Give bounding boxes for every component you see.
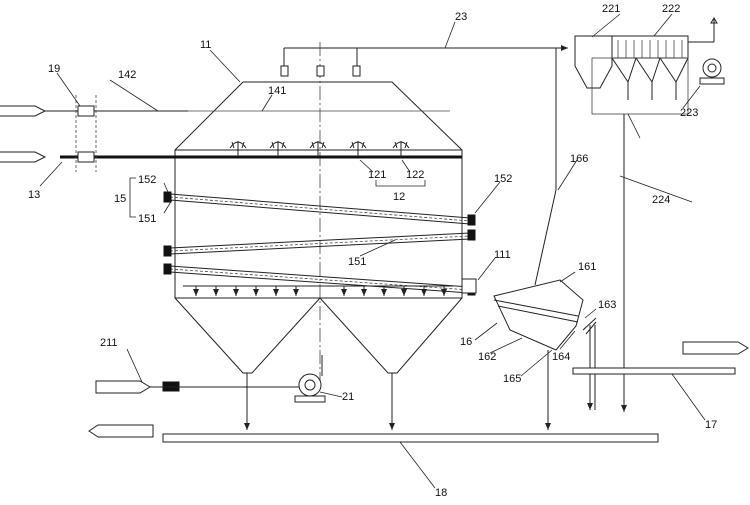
label-141: 141 — [268, 85, 286, 97]
label-164: 164 — [552, 351, 570, 363]
label-23: 23 — [455, 11, 467, 23]
labels: 11 23 19 142 141 13 121 122 12 15 152 15… — [28, 3, 717, 499]
label-122: 122 — [406, 169, 424, 181]
label-166: 166 — [570, 153, 588, 165]
discharge-lines — [244, 373, 395, 430]
label-21: 21 — [342, 391, 354, 403]
label-151b: 151 — [348, 256, 366, 268]
outlet-arrow-left — [88, 424, 154, 438]
spray-header — [60, 141, 462, 159]
label-151a: 151 — [138, 213, 156, 225]
label-224: 224 — [652, 194, 670, 206]
label-16: 16 — [460, 336, 472, 348]
pump-system — [95, 355, 326, 403]
label-121: 121 — [368, 169, 386, 181]
label-142: 142 — [118, 69, 136, 81]
label-19: 19 — [48, 63, 60, 75]
label-162: 162 — [478, 351, 496, 363]
label-11: 11 — [200, 39, 211, 51]
label-12: 12 — [393, 191, 405, 203]
label-13: 13 — [28, 189, 40, 201]
baghouse-system — [320, 17, 725, 412]
label-211: 211 — [100, 337, 118, 349]
label-223: 223 — [680, 107, 698, 119]
label-165: 165 — [503, 373, 521, 385]
conveyor-bar — [572, 367, 736, 375]
label-163: 163 — [598, 299, 616, 311]
label-15: 15 — [114, 193, 126, 205]
air-distribution — [183, 285, 453, 296]
leader-lines — [39, 13, 706, 489]
label-17: 17 — [705, 419, 717, 431]
label-111: 111 — [494, 249, 511, 261]
label-222: 222 — [662, 3, 680, 15]
label-161: 161 — [578, 261, 596, 273]
label-152a: 152 — [138, 174, 156, 186]
label-152b: 152 — [494, 173, 512, 185]
cooler-unit — [493, 189, 597, 430]
screw-conveyors — [163, 191, 477, 296]
label-18: 18 — [435, 487, 447, 499]
label-221: 221 — [602, 3, 620, 15]
collector-bar — [162, 433, 659, 443]
outlet-arrow-right — [682, 341, 749, 355]
left-inlets — [0, 95, 188, 172]
